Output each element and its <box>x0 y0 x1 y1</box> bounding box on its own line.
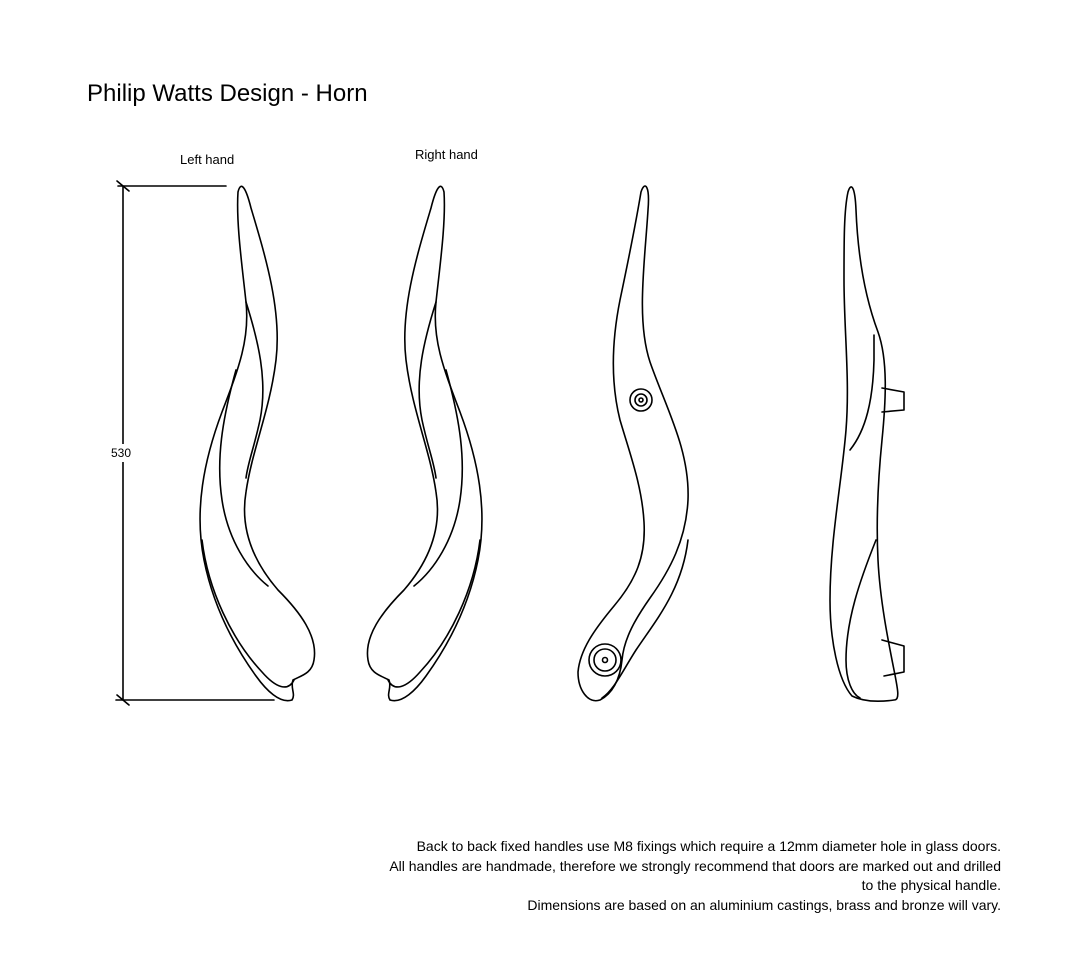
left-hand-handle <box>199 185 316 702</box>
side-view-handle <box>829 186 905 702</box>
side-view-lower-inner-line <box>845 539 877 699</box>
left-hand-lower-groove <box>201 539 295 688</box>
lower-fixing-hole <box>601 656 609 664</box>
lower-fixing-outer <box>588 643 622 677</box>
notes-block: Back to back fixed handles use M8 fixing… <box>389 837 1001 915</box>
back-view-lower-edge <box>601 539 689 699</box>
left-hand-outline <box>199 185 316 702</box>
upper-spigot <box>881 387 905 413</box>
note-line: Back to back fixed handles use M8 fixing… <box>416 838 1001 854</box>
side-view-inner-line <box>849 334 875 451</box>
right-hand-inner-groove <box>413 369 464 587</box>
height-dimension-label: 530 <box>111 444 132 462</box>
upper-fixing-inner <box>634 393 648 407</box>
right-hand-outline <box>366 185 483 702</box>
drawing-title: Philip Watts Design - Horn <box>87 80 368 107</box>
back-view-outline <box>577 185 689 702</box>
left-hand-label: Left hand <box>180 152 235 167</box>
note-line: All handles are handmade, therefore we s… <box>389 857 1001 874</box>
lower-spigot <box>881 639 905 677</box>
dimension-bottom-tick <box>116 694 130 706</box>
dimension-top-tick <box>116 180 130 192</box>
lower-fixing-inner <box>593 648 617 672</box>
upper-fixing-outer <box>629 388 653 412</box>
height-dimension <box>115 180 275 706</box>
right-hand-label: Right hand <box>415 147 478 162</box>
right-hand-lower-groove <box>387 539 481 688</box>
upper-fixing-hole <box>638 397 644 403</box>
side-view-outline <box>829 186 899 702</box>
note-line: Dimensions are based on an aluminium cas… <box>527 896 1001 913</box>
left-hand-inner-groove <box>218 369 269 587</box>
note-line: to the physical handle. <box>861 877 1001 893</box>
right-hand-inner-curve <box>418 301 437 479</box>
back-view-handle <box>577 185 689 702</box>
right-hand-handle <box>366 185 483 702</box>
left-hand-inner-curve <box>245 301 264 479</box>
